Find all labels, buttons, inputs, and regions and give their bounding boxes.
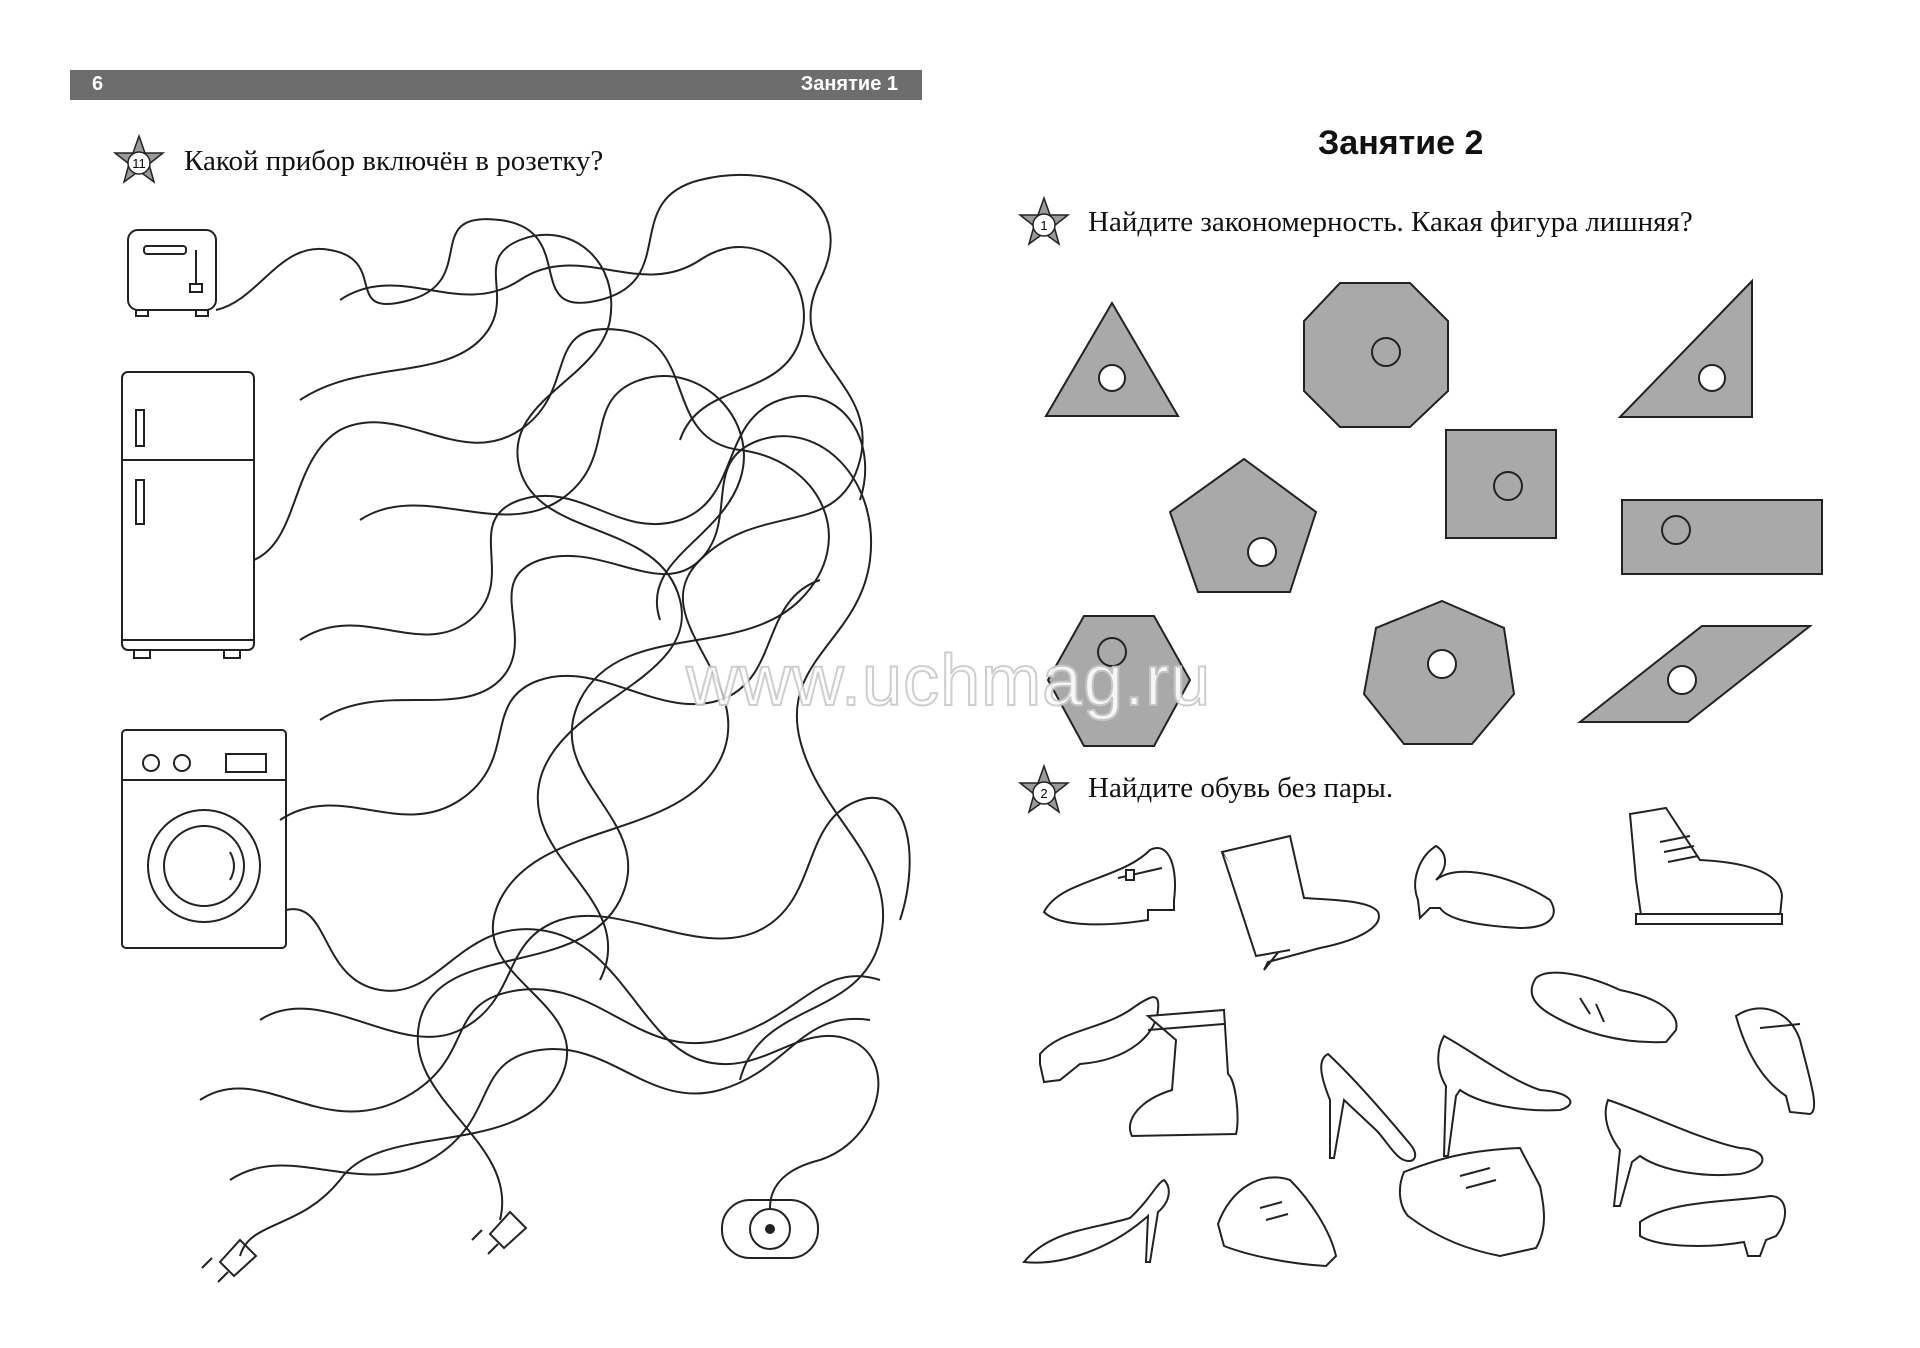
page-number: 6 [92, 73, 104, 95]
pentagon-shape [1168, 457, 1318, 593]
sneaker-icon [1530, 971, 1678, 1044]
star-badge-icon: 1 [1018, 196, 1070, 248]
slingback-heel-icon [1437, 1034, 1572, 1157]
pump-icon [1604, 1098, 1764, 1207]
task-number-2: 2 [1040, 786, 1047, 801]
task-11-question: Какой прибор включён в розетку? [184, 145, 604, 177]
girls-shoe-icon [1734, 1007, 1816, 1116]
lesson-2-title: Занятие 2 [1318, 124, 1484, 162]
task-1-question: Найдите закономерность. Какая фигура лиш… [1088, 206, 1693, 238]
hexagon-shape [1046, 615, 1192, 747]
heptagon-shape [1362, 599, 1516, 745]
fridge-icon [121, 371, 255, 659]
girls-shoe-icon [1042, 847, 1176, 926]
star-badge-icon: 2 [1018, 764, 1070, 816]
plug-icon [471, 1210, 528, 1255]
loafer-icon [1039, 996, 1160, 1084]
star-badge-icon: 11 [113, 134, 165, 186]
sneaker-icon [1216, 1176, 1338, 1268]
slingback-flat-icon [1414, 844, 1555, 930]
parallelogram-shape [1577, 625, 1813, 723]
task-2-question: Найдите обувь без пары. [1088, 772, 1394, 804]
octagon-shape [1303, 282, 1449, 428]
hiking-boot-icon [1398, 1146, 1545, 1258]
hiking-boot-icon [1628, 806, 1784, 925]
high-heel-icon [1320, 1052, 1417, 1162]
square-shape [1445, 429, 1557, 539]
right-triangle-shape [1617, 278, 1753, 418]
toaster-icon [127, 229, 217, 317]
task-number-11: 11 [132, 156, 146, 171]
tangled-wires [199, 173, 911, 1257]
lesson-label: Занятие 1 [800, 73, 898, 95]
triangle-shape [1044, 301, 1180, 417]
watermark: www.uchmag.ru [685, 640, 1212, 722]
slingback-heel-icon [1022, 1178, 1170, 1264]
task-number-1: 1 [1040, 218, 1047, 233]
page-header-bar: 6 Занятие 1 [70, 70, 922, 100]
rubber-boot-icon [1129, 1008, 1239, 1138]
slingback-flat-icon [1639, 1194, 1787, 1257]
rectangle-shape [1621, 499, 1823, 575]
plug-icon [201, 1238, 258, 1283]
rubber-boot-icon [1220, 834, 1380, 971]
washing-machine-icon [121, 729, 287, 949]
